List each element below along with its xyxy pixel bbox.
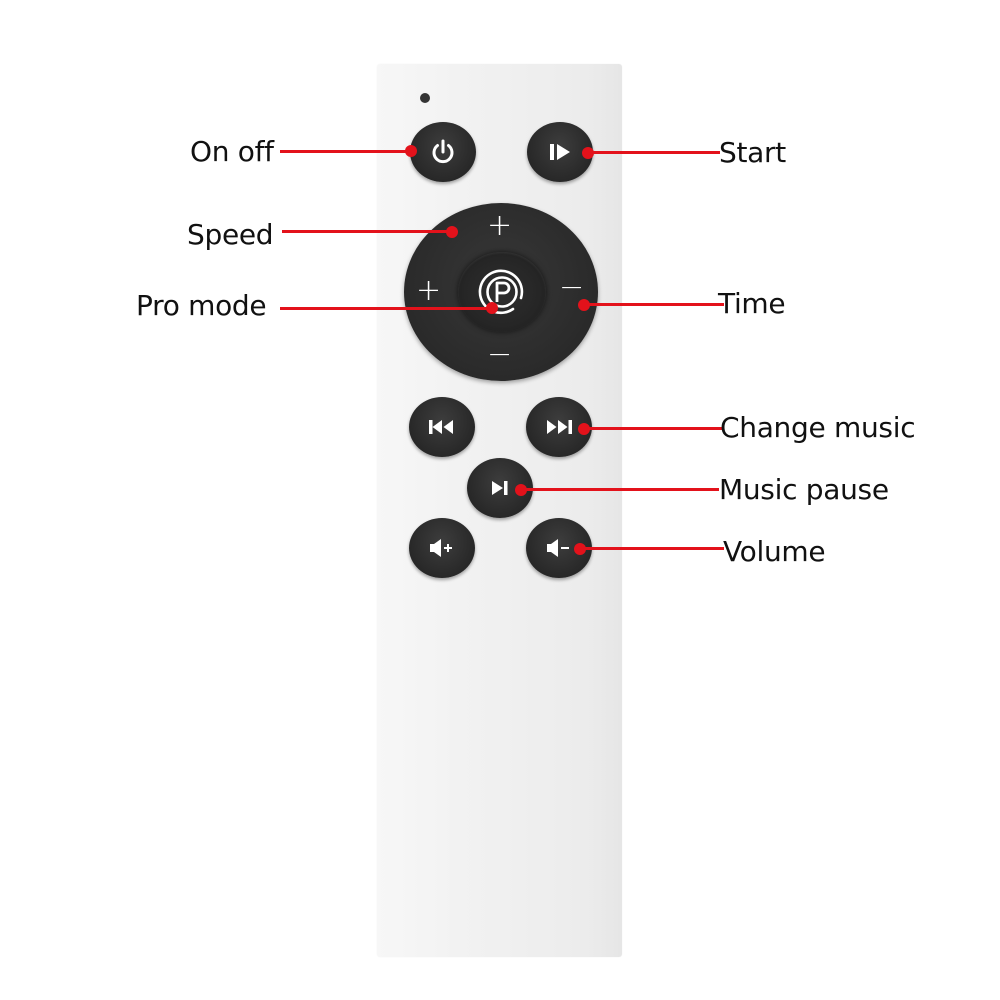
- skip-next-icon: [547, 420, 572, 434]
- speed-left-button[interactable]: +: [416, 273, 442, 308]
- power-button[interactable]: [410, 122, 476, 182]
- volume-down-icon: [547, 539, 569, 557]
- time-minus-button[interactable]: −: [559, 270, 585, 305]
- callout-pro-mode-label: Pro mode: [136, 289, 267, 322]
- callout-speed-line: [282, 230, 452, 233]
- callout-volume-line: [580, 547, 724, 550]
- previous-track-button[interactable]: [409, 397, 475, 457]
- callout-pro-mode-dot: [486, 302, 498, 314]
- callout-time-line: [584, 303, 724, 306]
- callout-on-off-dot: [405, 145, 417, 157]
- volume-up-icon: [430, 539, 452, 557]
- speed-up-button[interactable]: +: [487, 208, 513, 243]
- callout-music-pause-label: Music pause: [719, 473, 889, 506]
- callout-time-label: Time: [718, 287, 786, 320]
- callout-change-music-line: [584, 427, 722, 430]
- callout-start-label: Start: [719, 136, 786, 169]
- callout-on-off-label: On off: [190, 135, 274, 168]
- volume-up-button[interactable]: [409, 518, 475, 578]
- pro-mode-button[interactable]: [458, 252, 546, 332]
- callout-speed-label: Speed: [187, 218, 274, 251]
- callout-on-off-line: [280, 150, 411, 153]
- callout-pro-mode-line: [280, 307, 492, 310]
- p-circle-icon: [478, 269, 524, 315]
- callout-speed-dot: [446, 226, 458, 238]
- speed-down-button[interactable]: −: [487, 337, 513, 372]
- play-pause-icon: [492, 481, 508, 495]
- power-icon: [432, 139, 454, 164]
- callout-start-line: [588, 151, 720, 154]
- callout-volume-label: Volume: [723, 535, 826, 568]
- callout-music-pause-line: [521, 488, 719, 491]
- callout-change-music-label: Change music: [720, 411, 916, 444]
- play-start-icon: [550, 144, 570, 160]
- skip-previous-icon: [429, 420, 453, 434]
- indicator-led: [420, 93, 430, 103]
